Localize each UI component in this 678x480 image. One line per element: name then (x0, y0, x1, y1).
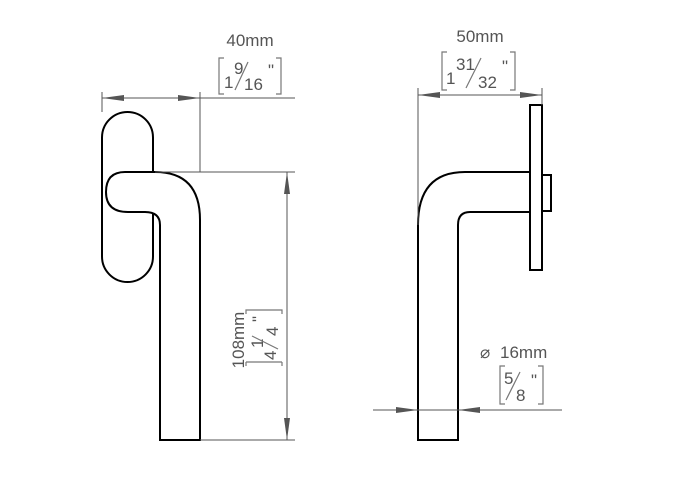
svg-text:1: 1 (224, 73, 233, 92)
side-view (101, 92, 295, 441)
svg-text:1: 1 (248, 339, 267, 348)
svg-text:8: 8 (516, 386, 525, 405)
svg-text:": " (502, 57, 508, 76)
svg-text:9: 9 (234, 59, 243, 78)
height-metric-label: 108mm (229, 312, 248, 369)
svg-text:4: 4 (263, 327, 282, 336)
svg-text:": " (249, 316, 268, 322)
spindle (541, 174, 552, 212)
svg-text:5: 5 (504, 369, 513, 388)
svg-text:": " (531, 371, 537, 390)
svg-text:1: 1 (446, 69, 455, 88)
svg-text:16: 16 (244, 75, 263, 94)
svg-text:": " (268, 61, 274, 80)
svg-text:4: 4 (261, 351, 280, 360)
svg-text:31: 31 (456, 55, 475, 74)
svg-text:⌀: ⌀ (480, 343, 490, 362)
depth-imperial-label: 1 31 32 " (441, 51, 516, 92)
diameter-label: ⌀ 16mm 5 8 " (480, 343, 547, 405)
svg-text:16mm: 16mm (500, 343, 547, 362)
width-metric-label: 40mm (226, 31, 273, 50)
handle-lever-front (417, 171, 531, 441)
width-imperial-label: 1 9 16 " (218, 57, 282, 95)
height-labels: 108mm 4 1 4 " (229, 309, 283, 369)
svg-text:32: 32 (478, 73, 497, 92)
front-view (373, 88, 562, 441)
depth-metric-label: 50mm (456, 27, 503, 46)
handle-lever-side (104, 171, 201, 441)
rosette-plate (529, 104, 543, 271)
